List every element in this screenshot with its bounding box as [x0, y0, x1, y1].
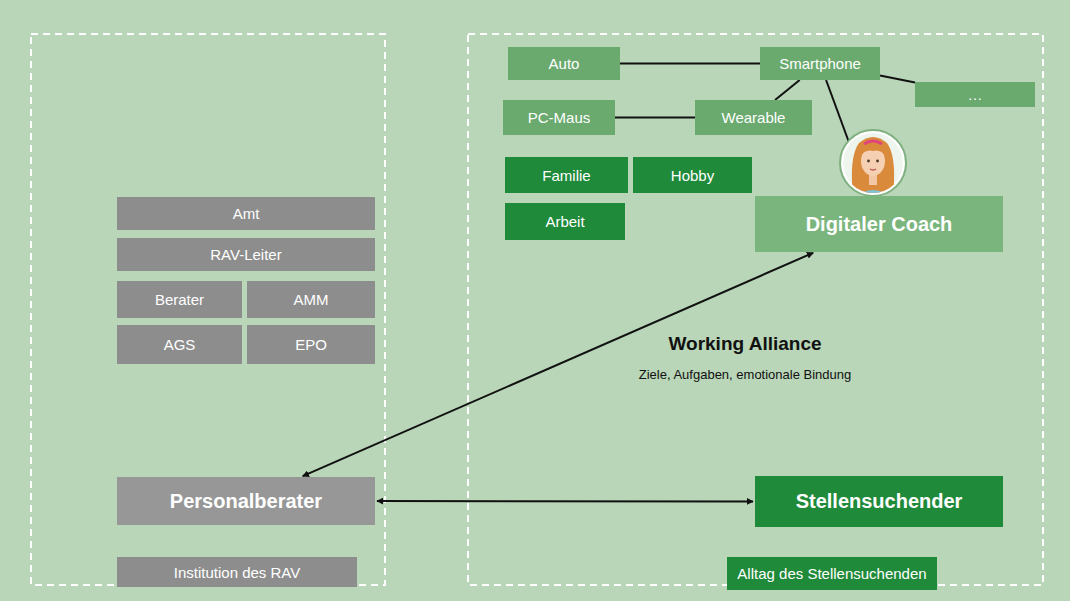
device-box: …	[915, 82, 1035, 107]
institution-panel	[31, 34, 385, 585]
node-text: Berater	[155, 291, 204, 308]
subtitle-label: Ziele, Aufgaben, emotionale Bindung	[639, 367, 852, 382]
everyday-panel	[468, 34, 1043, 585]
node-text: Wearable	[722, 109, 786, 126]
office-box: EPO	[247, 325, 375, 364]
node-text: AMM	[294, 291, 329, 308]
connector	[620, 63, 760, 65]
life-area-box: Hobby	[633, 157, 752, 193]
connector	[303, 253, 814, 476]
device-box: Smartphone	[760, 47, 880, 80]
title-label: Working Alliance	[668, 333, 821, 355]
node-text: Familie	[542, 167, 590, 184]
node-text: Hobby	[671, 167, 714, 184]
panel-caption-box: Institution des RAV	[117, 557, 357, 587]
office-box: AGS	[117, 325, 242, 364]
node-text: Personalberater	[170, 490, 322, 513]
connector	[880, 76, 915, 83]
office-box: Berater	[117, 281, 242, 318]
node-text: Digitaler Coach	[806, 213, 953, 236]
node-text: Institution des RAV	[174, 564, 300, 581]
life-area-box: Familie	[505, 157, 628, 193]
office-box: AMM	[247, 281, 375, 318]
device-box: Wearable	[695, 100, 812, 135]
device-box: Auto	[508, 47, 620, 80]
node-text: EPO	[295, 336, 327, 353]
node-text: Smartphone	[779, 55, 861, 72]
connector	[615, 117, 695, 119]
device-box: PC-Maus	[503, 100, 615, 135]
coach-box: Digitaler Coach	[755, 196, 1003, 252]
node-text: PC-Maus	[528, 109, 591, 126]
node-text: Amt	[233, 205, 260, 222]
actor-box: Personalberater	[117, 477, 375, 525]
node-text: Alltag des Stellensuchenden	[737, 565, 926, 582]
node-text: …	[968, 86, 983, 103]
node-text: Auto	[549, 55, 580, 72]
office-box: RAV-Leiter	[117, 238, 375, 271]
node-text: RAV-Leiter	[210, 246, 281, 263]
node-text: AGS	[164, 336, 196, 353]
connector	[377, 500, 753, 502]
life-area-box: Arbeit	[505, 203, 625, 240]
coach-avatar	[840, 130, 906, 203]
connector	[775, 80, 800, 100]
node-text: Arbeit	[545, 213, 584, 230]
panel-caption-box: Alltag des Stellensuchenden	[727, 557, 937, 590]
actor-box: Stellensuchender	[755, 476, 1003, 527]
office-box: Amt	[117, 197, 375, 230]
node-text: Stellensuchender	[796, 490, 963, 513]
